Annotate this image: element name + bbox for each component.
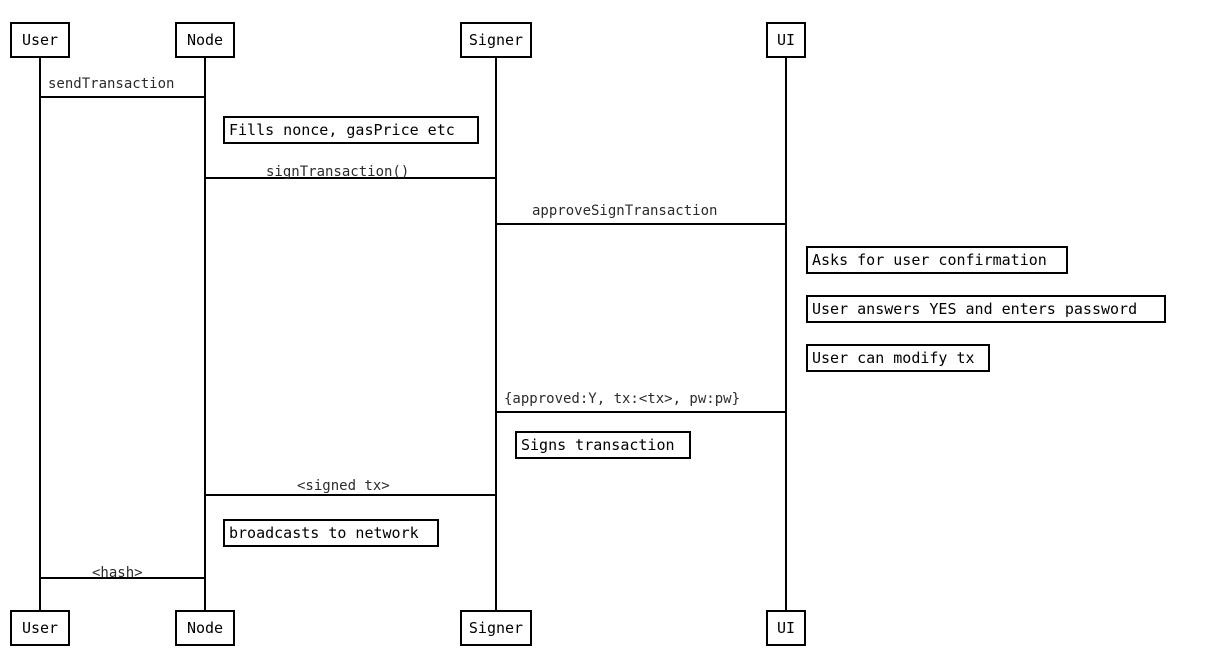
note-text: Asks for user confirmation <box>812 250 1047 269</box>
message-line-m5 <box>204 494 497 496</box>
lifeline-node <box>204 58 206 610</box>
note-text: Fills nonce, gasPrice etc <box>229 120 455 139</box>
message-line-m4 <box>495 411 787 413</box>
actor-box-top-node[interactable]: Node <box>175 22 235 58</box>
message-label-m1: sendTransaction <box>48 76 175 92</box>
message-line-m1 <box>39 96 206 98</box>
message-label-m4: {approved:Y, tx:<tx>, pw:pw} <box>504 391 741 407</box>
note-text: Signs transaction <box>521 435 675 454</box>
lifeline-signer <box>495 58 497 610</box>
actor-box-top-signer[interactable]: Signer <box>460 22 532 58</box>
actor-box-bottom-signer[interactable]: Signer <box>460 610 532 646</box>
actor-box-bottom-node[interactable]: Node <box>175 610 235 646</box>
note-box-n1: Fills nonce, gasPrice etc <box>223 116 479 144</box>
message-label-m6: <hash> <box>92 565 143 581</box>
note-text: User can modify tx <box>812 348 975 367</box>
actor-box-top-user[interactable]: User <box>10 22 70 58</box>
message-label-m5: <signed tx> <box>297 478 390 494</box>
actor-box-bottom-user[interactable]: User <box>10 610 70 646</box>
note-box-n3: User answers YES and enters password <box>806 295 1166 323</box>
note-box-n2: Asks for user confirmation <box>806 246 1068 274</box>
message-label-m3: approveSignTransaction <box>532 203 718 219</box>
note-box-n4: User can modify tx <box>806 344 990 372</box>
message-line-m2 <box>204 177 497 179</box>
actor-box-bottom-ui[interactable]: UI <box>766 610 806 646</box>
message-line-m3 <box>495 223 787 225</box>
note-box-n5: Signs transaction <box>515 431 691 459</box>
lifeline-user <box>39 58 41 610</box>
lifeline-ui <box>785 58 787 610</box>
message-label-m2: signTransaction() <box>266 164 410 180</box>
actor-box-top-ui[interactable]: UI <box>766 22 806 58</box>
message-line-m6 <box>39 577 206 579</box>
note-text: broadcasts to network <box>229 523 419 542</box>
note-text: User answers YES and enters password <box>812 299 1138 318</box>
note-box-n6: broadcasts to network <box>223 519 439 547</box>
